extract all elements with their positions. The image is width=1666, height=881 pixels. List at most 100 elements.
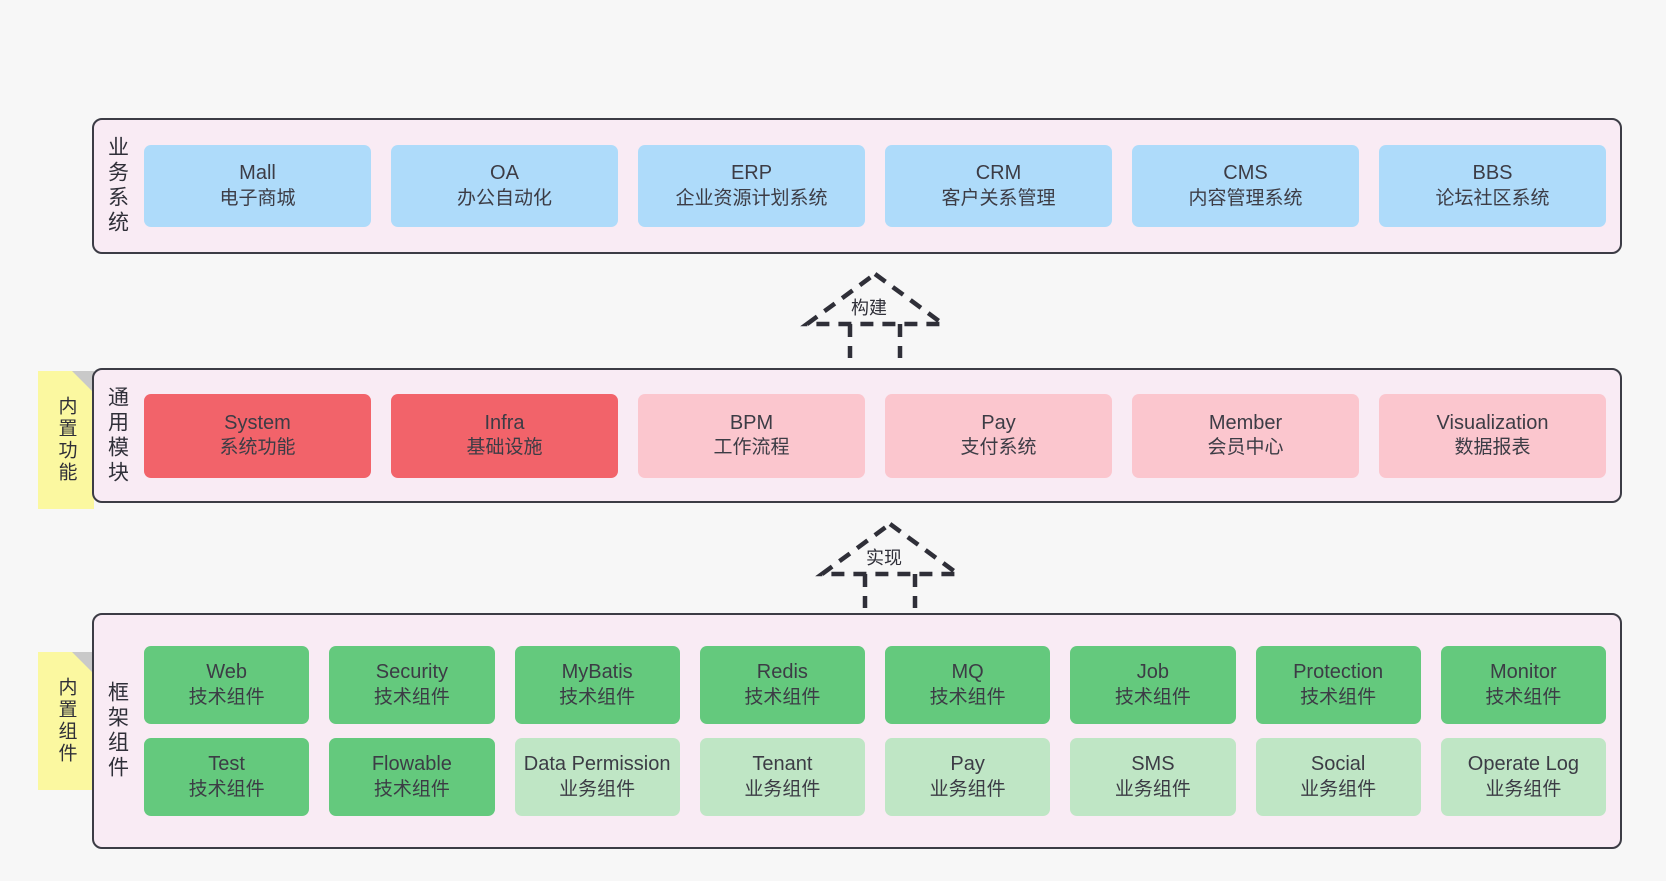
- card-redis-title: Redis: [756, 661, 808, 684]
- framework-cards-row-1: Web 技术组件 Security 技术组件 MyBatis 技术组件 Redi…: [144, 646, 1606, 724]
- card-cms-title: CMS: [1223, 162, 1268, 185]
- card-bpm[interactable]: BPM 工作流程: [638, 393, 865, 478]
- layer-business-systems: 业务系统 Mall 电子商城 OA 办公自动化 ERP 企业资源计划系统 CRM: [92, 118, 1622, 254]
- card-member[interactable]: Member 会员中心: [1132, 393, 1359, 478]
- card-pay-module-title: Pay: [981, 411, 1016, 434]
- layer-framework-body: Web 技术组件 Security 技术组件 MyBatis 技术组件 Redi…: [140, 615, 1620, 847]
- connector-implement-label: 实现: [866, 548, 902, 568]
- card-protection-title: Protection: [1293, 661, 1384, 684]
- framework-cards-row-2: Test 技术组件 Flowable 技术组件 Data Permission …: [144, 738, 1606, 816]
- business-cards-row: Mall 电子商城 OA 办公自动化 ERP 企业资源计划系统 CRM 客户关系…: [144, 145, 1606, 227]
- card-crm[interactable]: CRM 客户关系管理: [885, 145, 1112, 227]
- card-web[interactable]: Web 技术组件: [144, 646, 310, 724]
- card-job-title: Job: [1136, 661, 1169, 684]
- card-mall-subtitle: 电子商城: [219, 187, 296, 209]
- card-tenant-title: Tenant: [752, 753, 813, 776]
- sticky-note-builtin-components: 内置组件: [38, 652, 94, 790]
- card-data-permission-title: Data Permission: [523, 753, 671, 776]
- card-mq-title: MQ: [951, 661, 984, 684]
- card-crm-title: CRM: [975, 162, 1022, 185]
- card-operate-log[interactable]: Operate Log 业务组件: [1440, 738, 1606, 816]
- layer-common-modules: 通用模块 System 系统功能 Infra 基础设施 BPM 工作流程 Pay: [92, 368, 1622, 503]
- card-mq-subtitle: 技术组件: [929, 686, 1006, 708]
- page-fold-icon: [72, 371, 94, 393]
- card-web-title: Web: [206, 661, 247, 684]
- card-infra[interactable]: Infra 基础设施: [391, 393, 618, 478]
- card-cms[interactable]: CMS 内容管理系统: [1132, 145, 1359, 227]
- card-sms-subtitle: 业务组件: [1114, 778, 1191, 800]
- card-social-subtitle: 业务组件: [1300, 778, 1377, 800]
- card-test-subtitle: 技术组件: [188, 778, 265, 800]
- card-mybatis[interactable]: MyBatis 技术组件: [514, 646, 680, 724]
- card-mall[interactable]: Mall 电子商城: [144, 145, 371, 227]
- card-pay-module-subtitle: 支付系统: [960, 437, 1037, 459]
- card-infra-subtitle: 基础设施: [466, 437, 543, 459]
- layer-common-body: System 系统功能 Infra 基础设施 BPM 工作流程 Pay 支付系统…: [140, 370, 1620, 501]
- card-operate-log-subtitle: 业务组件: [1485, 778, 1562, 800]
- card-flowable-subtitle: 技术组件: [373, 778, 450, 800]
- card-protection[interactable]: Protection 技术组件: [1255, 646, 1421, 724]
- card-social-title: Social: [1310, 753, 1366, 776]
- card-security-title: Security: [375, 661, 448, 684]
- card-mall-title: Mall: [239, 162, 276, 185]
- connector-implement-arrow: [815, 521, 965, 608]
- card-visualization-title: Visualization: [1436, 411, 1549, 434]
- layer-framework-title: 框架组件: [105, 681, 129, 781]
- card-sms[interactable]: SMS 业务组件: [1070, 738, 1236, 816]
- card-sms-title: SMS: [1131, 753, 1175, 776]
- card-mq[interactable]: MQ 技术组件: [885, 646, 1051, 724]
- card-redis-subtitle: 技术组件: [744, 686, 821, 708]
- card-social[interactable]: Social 业务组件: [1255, 738, 1421, 816]
- card-bpm-title: BPM: [729, 411, 774, 434]
- common-cards-row: System 系统功能 Infra 基础设施 BPM 工作流程 Pay 支付系统…: [144, 393, 1606, 478]
- layer-business-title: 业务系统: [105, 136, 129, 236]
- card-erp-title: ERP: [730, 162, 773, 185]
- layer-common-title: 通用模块: [105, 385, 129, 486]
- card-visualization[interactable]: Visualization 数据报表: [1379, 393, 1606, 478]
- connector-build-arrow: [800, 271, 950, 358]
- card-data-permission-subtitle: 业务组件: [559, 778, 636, 800]
- card-member-subtitle: 会员中心: [1207, 437, 1284, 459]
- card-security-subtitle: 技术组件: [373, 686, 450, 708]
- page-fold-icon: [72, 652, 94, 674]
- card-cms-subtitle: 内容管理系统: [1188, 187, 1303, 209]
- card-member-title: Member: [1208, 411, 1283, 434]
- card-oa[interactable]: OA 办公自动化: [391, 145, 618, 227]
- card-operate-log-title: Operate Log: [1467, 753, 1579, 776]
- card-pay-component-title: Pay: [950, 753, 985, 776]
- card-security[interactable]: Security 技术组件: [329, 646, 495, 724]
- card-oa-title: OA: [490, 162, 519, 185]
- layer-framework-components: 框架组件 Web 技术组件 Security 技术组件 MyBatis 技术组件…: [92, 613, 1622, 849]
- sticky-note-builtin-features-label: 内置功能: [55, 396, 77, 484]
- card-erp-subtitle: 企业资源计划系统: [675, 187, 828, 209]
- card-job[interactable]: Job 技术组件: [1070, 646, 1236, 724]
- card-tenant-subtitle: 业务组件: [744, 778, 821, 800]
- card-pay-component[interactable]: Pay 业务组件: [885, 738, 1051, 816]
- card-flowable[interactable]: Flowable 技术组件: [329, 738, 495, 816]
- card-oa-subtitle: 办公自动化: [456, 187, 552, 209]
- card-crm-subtitle: 客户关系管理: [941, 187, 1056, 209]
- card-bbs[interactable]: BBS 论坛社区系统: [1379, 145, 1606, 227]
- layer-business-body: Mall 电子商城 OA 办公自动化 ERP 企业资源计划系统 CRM 客户关系…: [140, 120, 1620, 252]
- card-system-subtitle: 系统功能: [219, 437, 296, 459]
- card-monitor[interactable]: Monitor 技术组件: [1440, 646, 1606, 724]
- card-visualization-subtitle: 数据报表: [1454, 437, 1531, 459]
- card-erp[interactable]: ERP 企业资源计划系统: [638, 145, 865, 227]
- card-data-permission[interactable]: Data Permission 业务组件: [514, 738, 680, 816]
- sticky-note-builtin-components-label: 内置组件: [55, 677, 77, 765]
- card-pay-component-subtitle: 业务组件: [929, 778, 1006, 800]
- card-pay-module[interactable]: Pay 支付系统: [885, 393, 1112, 478]
- card-web-subtitle: 技术组件: [188, 686, 265, 708]
- card-system[interactable]: System 系统功能: [144, 393, 371, 478]
- card-redis[interactable]: Redis 技术组件: [699, 646, 865, 724]
- card-tenant[interactable]: Tenant 业务组件: [699, 738, 865, 816]
- card-bpm-subtitle: 工作流程: [713, 437, 790, 459]
- card-mybatis-subtitle: 技术组件: [559, 686, 636, 708]
- card-monitor-title: Monitor: [1490, 661, 1557, 684]
- card-mybatis-title: MyBatis: [561, 661, 633, 684]
- card-job-subtitle: 技术组件: [1114, 686, 1191, 708]
- card-test[interactable]: Test 技术组件: [144, 738, 310, 816]
- card-monitor-subtitle: 技术组件: [1485, 686, 1562, 708]
- card-test-title: Test: [208, 753, 245, 776]
